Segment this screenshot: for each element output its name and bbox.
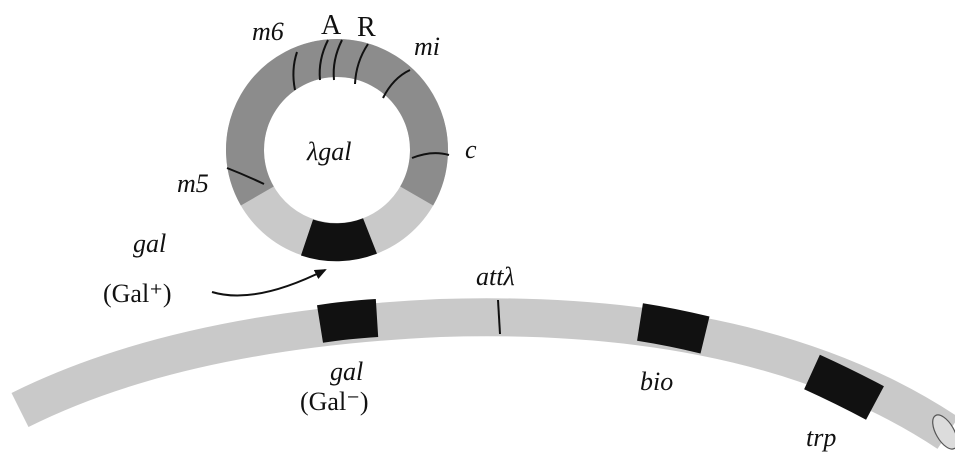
plasmid-name-label: λgal (306, 137, 351, 166)
chromosome-gal-phenotype-label: (Gal⁻) (300, 387, 369, 416)
trp-label: trp (806, 423, 836, 452)
bio-gene-block (640, 322, 705, 335)
plasmid-gal-phenotype-label: (Gal⁺) (103, 279, 172, 308)
c-label: c (465, 135, 477, 164)
chromosome-gal-label: gal (330, 357, 363, 386)
R-label: R (357, 12, 376, 43)
transfer-arrow (212, 270, 325, 296)
bio-label: bio (640, 367, 673, 396)
plasmid-gal-label: gal (133, 229, 166, 258)
gal-gene-block-chromosome (320, 318, 377, 324)
m5-label: m5 (177, 169, 209, 198)
att-lambda-label: attλ (476, 262, 515, 291)
plasmid-gal-block (307, 236, 370, 242)
m6-label: m6 (252, 17, 284, 46)
mi-label: mi (414, 32, 440, 61)
chromosome-strand (20, 317, 948, 433)
A-label: A (321, 10, 342, 41)
plasmid-phage-region (245, 58, 429, 196)
